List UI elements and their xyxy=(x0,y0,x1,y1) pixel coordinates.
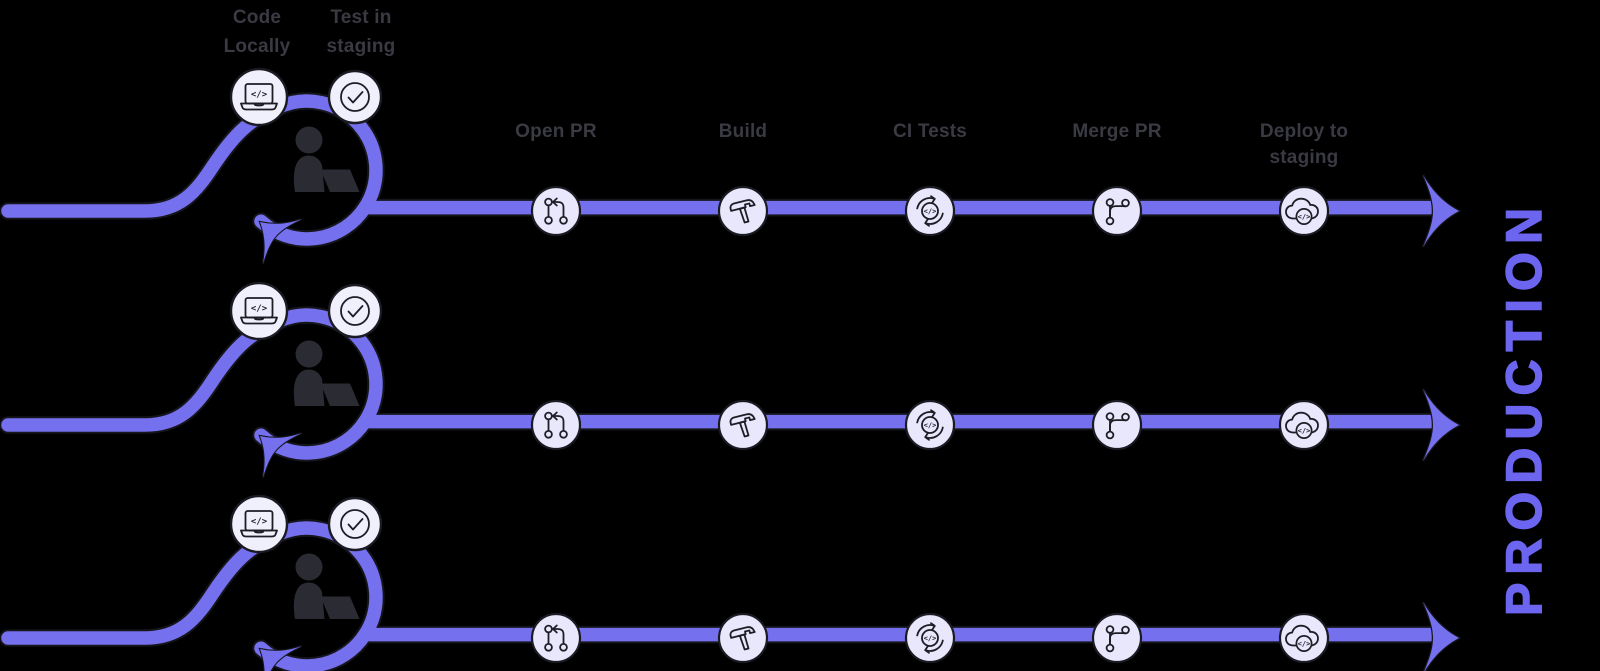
label-deploy-line1: Deploy to xyxy=(1259,121,1349,142)
label-deploy-to-staging: Deploy to staging xyxy=(1260,119,1348,171)
pipeline-lane-3 xyxy=(8,496,1459,671)
production-label: PRODUCTION xyxy=(1495,199,1553,617)
pipeline-lane-1 xyxy=(8,69,1459,264)
label-deploy-line2: staging xyxy=(1269,147,1339,168)
label-ci-tests: CI Tests xyxy=(892,121,968,142)
label-code-locally-line2: Locally xyxy=(223,36,291,57)
label-test-in-staging: Test in staging xyxy=(327,3,396,61)
label-code-locally: Code Locally xyxy=(224,3,291,61)
label-test-in-staging-line1: Test in xyxy=(330,7,392,28)
label-open-pr: Open PR xyxy=(515,121,597,142)
label-build: Build xyxy=(718,121,768,142)
label-code-locally-line1: Code xyxy=(232,7,282,28)
pipeline-lane-2 xyxy=(8,283,1459,478)
label-merge-pr: Merge PR xyxy=(1072,121,1162,142)
label-test-in-staging-line2: staging xyxy=(326,36,396,57)
